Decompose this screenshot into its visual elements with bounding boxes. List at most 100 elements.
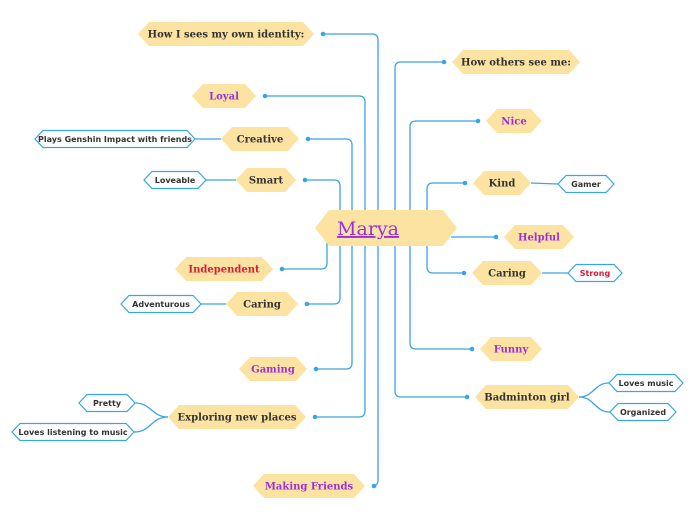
connector-dot xyxy=(475,118,481,124)
left-node-exploring-new-places-shape xyxy=(168,405,306,429)
left-leaf-loveable[interactable]: Loveable xyxy=(143,170,207,190)
left-node-making-friends[interactable]: Making Friends xyxy=(253,474,365,498)
left-leaf-loves-listening-to-music[interactable]: Loves listening to music xyxy=(11,422,135,442)
right-node-helpful[interactable]: Helpful xyxy=(504,225,574,249)
connector-line xyxy=(134,402,169,418)
left-node-independent-shape xyxy=(175,257,273,281)
right-leaf-gamer-shape xyxy=(557,174,615,194)
left-leaf-loveable-shape xyxy=(143,170,207,190)
left-leaf-loves-listening-to-music-label: Loves listening to music xyxy=(18,428,128,437)
left-node-caring[interactable]: Caring xyxy=(226,292,298,316)
connector-line xyxy=(282,242,328,270)
connector-line xyxy=(578,396,611,413)
right-leaf-organized-label: Organized xyxy=(620,408,666,417)
left-node-gaming[interactable]: Gaming xyxy=(239,357,307,381)
left-leaf-adventurous[interactable]: Adventurous xyxy=(120,294,202,314)
left-leaf-pretty[interactable]: Pretty xyxy=(78,393,136,413)
left-node-gaming-shape xyxy=(239,357,307,381)
left-node-how-i-sees-my-own-identity-shape xyxy=(138,22,314,46)
right-leaf-strong-label: Strong xyxy=(580,269,611,278)
right-node-kind-label: Kind xyxy=(489,179,516,190)
left-node-loyal[interactable]: Loyal xyxy=(192,84,256,108)
left-node-making-friends-shape xyxy=(253,474,365,498)
left-leaf-plays-genshin-impact-with-friends[interactable]: Plays Genshin Impact with friends xyxy=(34,129,196,149)
left-node-making-friends-label: Making Friends xyxy=(265,482,354,493)
right-node-kind-shape xyxy=(473,171,531,195)
left-node-independent-label: Independent xyxy=(188,265,260,276)
connector-line xyxy=(578,382,610,398)
connector-dot xyxy=(320,31,326,37)
connector-lines xyxy=(133,31,611,489)
right-node-funny[interactable]: Funny xyxy=(480,337,542,361)
left-node-smart-shape xyxy=(236,168,296,192)
left-node-exploring-new-places-label: Exploring new places xyxy=(178,413,297,424)
left-node-how-i-sees-my-own-identity[interactable]: How I sees my own identity: xyxy=(138,22,314,46)
right-node-kind[interactable]: Kind xyxy=(473,171,531,195)
connector-line xyxy=(530,182,559,185)
right-leaf-organized[interactable]: Organized xyxy=(609,402,677,422)
mind-map-nodes: Marya How I sees my own identity: LoyalCre… xyxy=(11,22,684,498)
left-node-caring-label: Caring xyxy=(243,300,281,311)
connector-line xyxy=(394,61,444,214)
connector-dot xyxy=(262,93,268,99)
left-leaf-pretty-shape xyxy=(78,393,136,413)
connector-line xyxy=(409,242,472,350)
left-node-how-i-sees-my-own-identity-label: How I sees my own identity: xyxy=(148,30,305,41)
left-node-gaming-label: Gaming xyxy=(251,365,295,376)
connector-dot xyxy=(464,394,470,400)
connector-dot xyxy=(493,234,499,240)
connector-dot xyxy=(279,266,285,272)
left-leaf-loveable-label: Loveable xyxy=(155,176,196,185)
root-node[interactable]: Marya xyxy=(315,210,457,246)
right-leaf-loves-music-label: Loves music xyxy=(618,379,673,388)
connector-dot xyxy=(441,59,447,65)
left-node-smart[interactable]: Smart xyxy=(236,168,296,192)
left-node-smart-label: Smart xyxy=(249,176,284,187)
connector-line xyxy=(426,182,465,214)
left-node-exploring-new-places[interactable]: Exploring new places xyxy=(168,405,306,429)
right-leaf-gamer[interactable]: Gamer xyxy=(557,174,615,194)
right-node-nice-shape xyxy=(486,109,542,133)
left-node-creative-shape xyxy=(221,127,299,151)
right-node-funny-label: Funny xyxy=(494,345,530,356)
right-node-how-others-see-me[interactable]: How others see me: xyxy=(452,50,580,74)
connector-line xyxy=(307,242,341,305)
right-leaf-strong-shape xyxy=(567,263,623,283)
left-node-creative[interactable]: Creative xyxy=(221,127,299,151)
connector-line xyxy=(394,242,467,398)
connector-dot xyxy=(313,366,319,372)
right-node-nice[interactable]: Nice xyxy=(486,109,542,133)
root-node-shape xyxy=(315,210,457,246)
right-node-how-others-see-me-shape xyxy=(452,50,580,74)
connector-line xyxy=(426,242,464,274)
connector-dot xyxy=(305,136,311,142)
left-node-independent[interactable]: Independent xyxy=(175,257,273,281)
left-node-loyal-label: Loyal xyxy=(209,92,239,103)
left-leaf-plays-genshin-impact-with-friends-shape xyxy=(34,129,196,149)
right-node-badminton-girl[interactable]: Badminton girl xyxy=(475,385,579,409)
right-node-badminton-girl-shape xyxy=(475,385,579,409)
connector-dot xyxy=(461,270,467,276)
left-leaf-adventurous-label: Adventurous xyxy=(132,300,190,309)
connector-line xyxy=(409,120,478,214)
right-leaf-strong[interactable]: Strong xyxy=(567,263,623,283)
connector-line xyxy=(371,242,379,487)
right-node-badminton-girl-label: Badminton girl xyxy=(484,393,570,404)
right-node-caring-shape xyxy=(472,261,542,285)
right-leaf-loves-music-shape xyxy=(608,373,684,393)
connector-dot xyxy=(469,346,475,352)
connector-line xyxy=(265,95,366,214)
right-leaf-loves-music[interactable]: Loves music xyxy=(608,373,684,393)
right-node-how-others-see-me-label: How others see me: xyxy=(461,58,571,69)
right-leaf-organized-shape xyxy=(609,402,677,422)
right-node-helpful-shape xyxy=(504,225,574,249)
connector-line xyxy=(308,138,353,214)
connector-line xyxy=(315,242,366,418)
root-node-label: Marya xyxy=(337,218,399,240)
left-leaf-adventurous-shape xyxy=(120,294,202,314)
right-node-caring[interactable]: Caring xyxy=(472,261,542,285)
left-leaf-plays-genshin-impact-with-friends-label: Plays Genshin Impact with friends xyxy=(38,135,192,144)
right-node-caring-label: Caring xyxy=(488,269,526,280)
right-leaf-gamer-label: Gamer xyxy=(571,180,601,189)
